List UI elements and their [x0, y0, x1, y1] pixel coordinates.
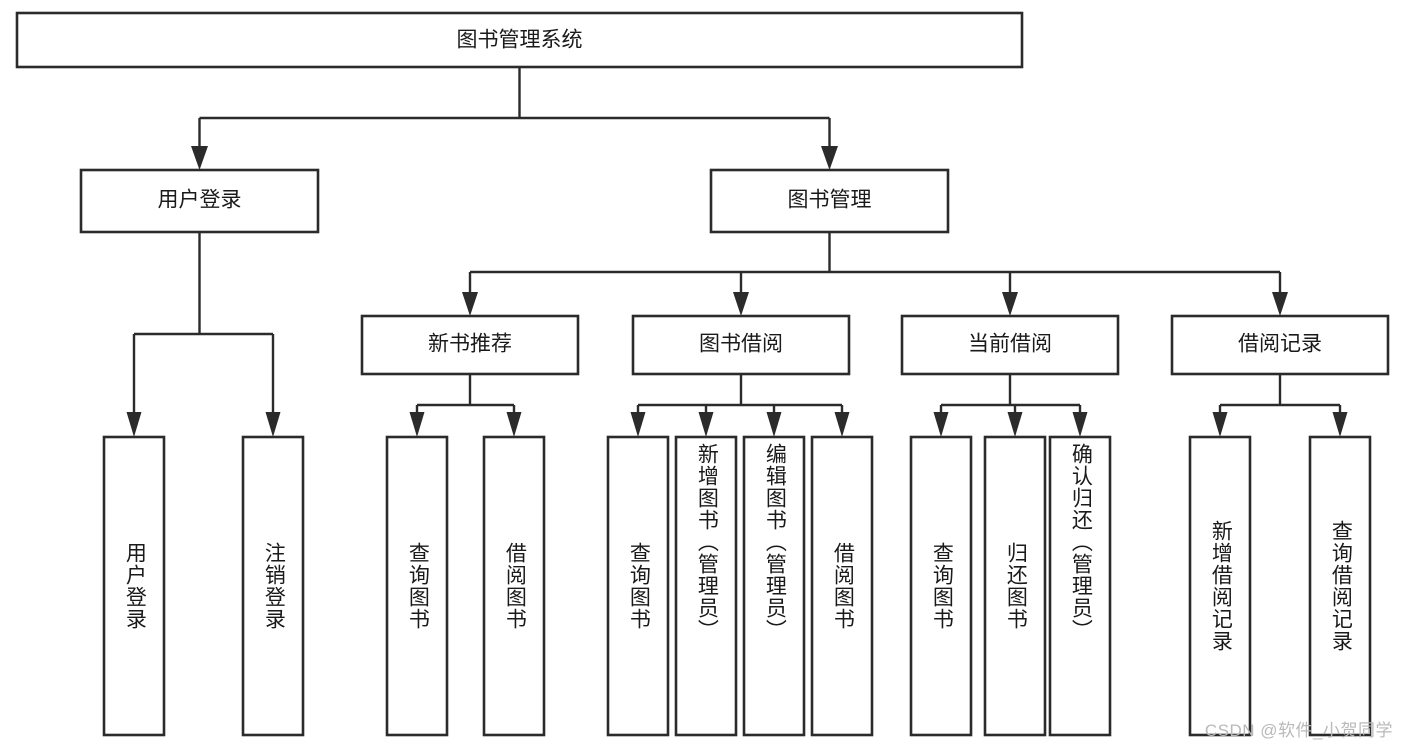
node-box-leaf-user-login[interactable]	[102, 435, 166, 737]
arrow-head-borrow-record	[1272, 292, 1288, 316]
node-box-current-borrow[interactable]	[900, 314, 1120, 376]
arrow-head-cb-confirm-return	[1072, 412, 1088, 437]
node-box-book-borrow[interactable]	[631, 314, 851, 376]
arrow-head-nbr-borrow-book	[506, 412, 522, 437]
node-box-borrow-record[interactable]	[1170, 314, 1390, 376]
arrow-head-user-login	[191, 146, 208, 170]
arrow-head-bb-query-book	[630, 412, 646, 437]
node-box-leaf-logout[interactable]	[241, 435, 305, 737]
arrow-head-current-borrow	[1002, 292, 1018, 316]
node-box-leaf-br-add-record[interactable]	[1188, 435, 1252, 737]
node-box-leaf-bb-query-book[interactable]	[606, 435, 670, 737]
node-box-user-login[interactable]	[79, 168, 320, 234]
arrow-head-br-query-record	[1332, 412, 1348, 437]
arrow-head-br-add-record	[1212, 412, 1228, 437]
arrow-head-nbr-query-book	[409, 412, 425, 437]
node-box-leaf-bb-edit-book[interactable]	[742, 435, 806, 737]
arrow-head-leaf-user-login	[126, 412, 142, 437]
node-label-root: 图书管理系统	[457, 29, 583, 52]
node-label-book-management: 图书管理	[788, 189, 872, 212]
node-label-user-login: 用户登录	[158, 189, 242, 212]
node-box-leaf-nbr-query-book[interactable]	[385, 435, 449, 737]
connector-layer	[126, 67, 1348, 437]
node-layer: 图书管理系统 用户登录 图书管理 新书推荐 图书借阅 当前借阅 借阅记录	[15, 11, 1390, 737]
arrow-head-book-borrow	[733, 292, 749, 316]
arrow-head-cb-query-book	[933, 412, 949, 437]
node-box-leaf-br-query-record[interactable]	[1308, 435, 1372, 737]
node-label-book-borrow: 图书借阅	[699, 333, 783, 356]
node-box-leaf-cb-return-book[interactable]	[983, 435, 1047, 737]
arrow-head-book-mgmt	[821, 146, 838, 170]
node-box-leaf-bb-borrow-book[interactable]	[810, 435, 874, 737]
arrow-head-bb-edit-book	[766, 412, 782, 437]
node-label-current-borrow: 当前借阅	[968, 333, 1052, 356]
node-label-new-book-recommend: 新书推荐	[428, 333, 512, 356]
node-box-leaf-nbr-borrow-book[interactable]	[482, 435, 546, 737]
arrow-head-bb-borrow-book	[834, 412, 850, 437]
arrow-head-cb-return-book	[1007, 412, 1023, 437]
node-box-leaf-bb-add-book[interactable]	[674, 435, 738, 737]
node-box-leaf-cb-query-book[interactable]	[909, 435, 973, 737]
arrow-head-new-book-rec	[462, 292, 478, 316]
arrow-head-bb-add-book	[698, 412, 714, 437]
arrow-head-leaf-logout	[265, 412, 281, 437]
node-box-new-book-recommend[interactable]	[360, 314, 580, 376]
node-box-root[interactable]	[15, 11, 1024, 69]
watermark-text: CSDN @软件_小贺同学	[1204, 721, 1393, 740]
node-box-book-management[interactable]	[709, 168, 950, 234]
node-label-borrow-record: 借阅记录	[1238, 333, 1322, 356]
node-box-leaf-cb-confirm-return[interactable]	[1048, 435, 1112, 737]
